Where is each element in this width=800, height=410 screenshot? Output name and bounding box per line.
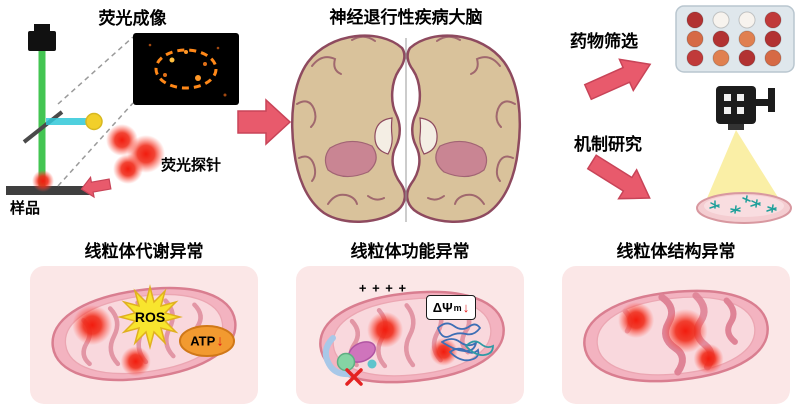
brain-illustration (290, 34, 522, 223)
laser-beam (38, 51, 46, 187)
ros-starburst (117, 284, 183, 350)
teal-organelle (367, 359, 377, 369)
membrane-charges-label: + + + + (358, 280, 408, 296)
detector-camera (716, 86, 775, 130)
wells (686, 11, 782, 67)
delta-psi-subscript: m (453, 302, 462, 313)
atp-ellipse (179, 325, 235, 357)
mechanism-research-label: 机制研究 (574, 135, 642, 154)
flow-arrow-to-brain (237, 98, 292, 146)
mitochondrion-structure (578, 281, 774, 391)
probe-signal-dot (429, 337, 458, 366)
atp-label: ATP (190, 333, 216, 349)
petri-dish (696, 192, 792, 224)
protein-aggregates (437, 322, 494, 362)
crescent-organelle (322, 335, 352, 378)
panel-metabolism-title: 线粒体代谢异常 (84, 242, 204, 261)
panel-function-title: 线粒体功能异常 (350, 242, 470, 261)
sample-label: 样品 (10, 200, 41, 217)
probe-signal-dot (120, 346, 151, 377)
probe-signal-dot (367, 311, 404, 348)
atp-label-group: ATP ↓ (190, 334, 224, 349)
delta-psi-label: ΔΨ (432, 300, 453, 315)
camera-body (28, 31, 56, 51)
red-x-mark (345, 368, 363, 386)
drug-screening-label: 药物筛选 (570, 32, 638, 51)
fluorescent-probe-dots (106, 124, 165, 184)
cells-in-dish (709, 195, 777, 214)
blocked-organelle-complex (322, 335, 377, 386)
probe-signal-dot (618, 302, 655, 339)
camera-nub (34, 24, 50, 32)
light-source (85, 112, 103, 131)
ros-label: ROS (134, 309, 166, 325)
well-plate (675, 5, 795, 73)
microscope-illustration (6, 24, 103, 195)
mitochondrion-function (314, 282, 510, 392)
panel-structure-title: 线粒体结构异常 (616, 242, 736, 261)
mirror (22, 110, 64, 144)
drug-screening-arrow (583, 58, 652, 101)
excitation-beam (46, 118, 88, 125)
projection-lines (57, 36, 134, 187)
cell-ring (154, 48, 218, 90)
fluorescence-imaging-title: 荧光成像 (98, 9, 167, 28)
probe-signal-dot (72, 305, 113, 346)
fluorescence-image-inset (133, 33, 239, 105)
green-organelle (336, 352, 356, 372)
atp-decrease-arrow: ↓ (216, 332, 224, 350)
psi-decrease-arrow: ↓ (462, 300, 470, 315)
fluorescent-probe-label: 荧光探针 (161, 157, 222, 174)
sample-dot (32, 170, 54, 192)
mechanism-arrow (586, 154, 651, 200)
probe-signal-dot (663, 308, 708, 353)
mitochondrion-metabolism (45, 276, 243, 392)
probe-signal-dot (693, 343, 724, 374)
brain-section-title: 神经退行性疾病大脑 (329, 8, 483, 27)
light-cone (702, 130, 786, 210)
probe-to-sample-arrow (80, 175, 112, 199)
